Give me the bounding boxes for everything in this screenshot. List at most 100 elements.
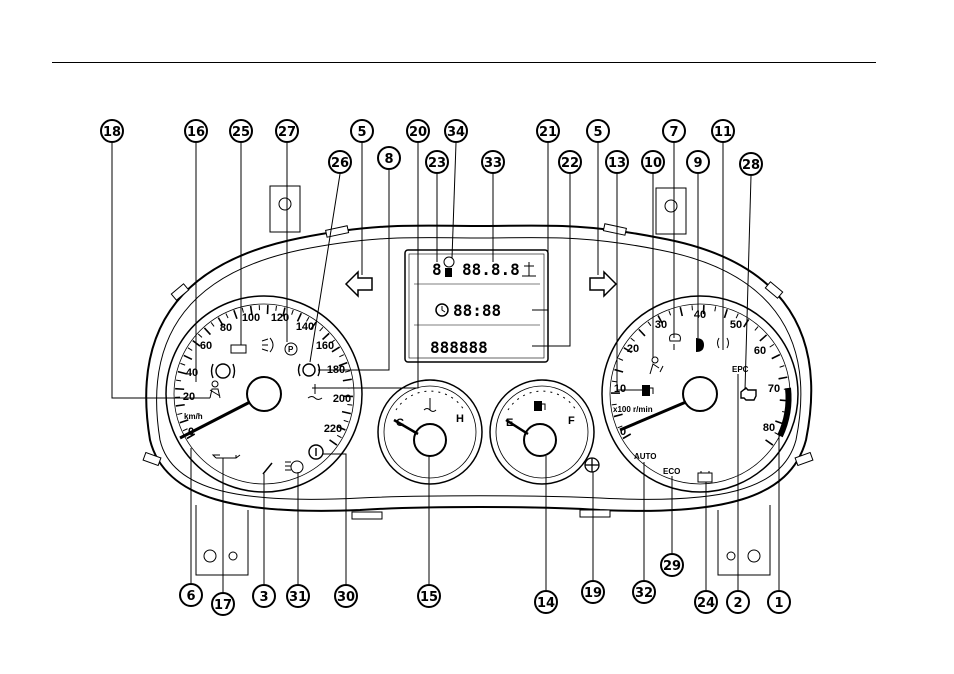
callout-number: 6 <box>186 589 195 604</box>
tick-mark <box>760 335 767 341</box>
callout-8: 8 <box>378 147 400 169</box>
callout-32: 32 <box>633 581 655 603</box>
tick-mark <box>234 310 237 318</box>
check-engine-icon <box>741 388 756 400</box>
eco-indicator-label: ECO <box>663 467 680 476</box>
callout-5: 5 <box>587 120 609 142</box>
tick-mark <box>320 327 323 331</box>
callout-number: 3 <box>259 590 268 605</box>
temp-gauge-low: C <box>396 417 404 429</box>
callout-number: 18 <box>103 125 121 140</box>
callout-15: 15 <box>418 585 440 607</box>
tick-mark <box>177 413 182 414</box>
lcd-clock: 88:88 <box>453 301 501 320</box>
callout-3: 3 <box>253 585 275 607</box>
callout-24: 24 <box>695 591 717 613</box>
tick-mark <box>204 328 210 335</box>
callout-number: 27 <box>278 125 296 140</box>
callout-14: 14 <box>535 591 557 613</box>
turn-signal-left-icon <box>346 272 372 296</box>
callout-33: 33 <box>482 151 504 173</box>
tick-mark <box>188 348 192 351</box>
tick-mark <box>766 440 773 445</box>
callout-28: 28 <box>740 153 762 175</box>
callout-1: 1 <box>768 591 790 613</box>
mount-tab-right <box>656 188 686 234</box>
high-beam-icon <box>696 338 704 352</box>
lcd-trip-meter: 888888 <box>430 338 488 357</box>
tick-label: 100 <box>242 312 260 324</box>
callout-27: 27 <box>276 120 298 142</box>
callout-26: 26 <box>329 151 351 173</box>
callout-number: 30 <box>337 590 355 605</box>
mount-tab-left <box>270 186 300 232</box>
tick-mark <box>614 370 623 372</box>
tick-mark <box>330 440 337 445</box>
callout-11: 11 <box>712 120 734 142</box>
callout-7: 7 <box>663 120 685 142</box>
abs-warning-icon <box>299 364 320 376</box>
turn-signal-right-icon <box>590 272 616 296</box>
tick-mark <box>736 314 738 319</box>
parking-brake-icon: P <box>285 343 297 355</box>
tick-mark <box>772 355 780 359</box>
tick-mark <box>292 310 294 315</box>
callout-number: 13 <box>608 156 626 171</box>
auto-indicator-label: AUTO <box>634 452 657 461</box>
callout-number: 33 <box>484 156 502 171</box>
fuel-gauge-full: F <box>568 415 575 427</box>
tick-mark <box>339 355 343 357</box>
callout-number: 5 <box>593 125 602 140</box>
lcd-gear-indicator: 8 <box>432 260 442 279</box>
callout-number: 16 <box>187 125 205 140</box>
tick-label: 120 <box>271 312 289 324</box>
tick-mark <box>669 311 671 316</box>
callout-16: 16 <box>185 120 207 142</box>
lcd-fuel-icon <box>444 257 454 277</box>
tachometer-unit: x100 r/min <box>613 405 653 414</box>
callout-number: 1 <box>774 596 783 611</box>
tick-label: 140 <box>296 321 314 333</box>
steering-warning-icon <box>585 458 599 472</box>
callout-number: 9 <box>693 156 702 171</box>
tachometer-zero: 0 <box>620 426 626 438</box>
callout-number: 17 <box>214 598 232 613</box>
callout-34: 34 <box>445 120 467 142</box>
fuel-gauge-empty: E <box>506 417 513 429</box>
tick-label: 70 <box>768 383 780 395</box>
callout-number: 34 <box>447 125 465 140</box>
callout-number: 29 <box>663 559 681 574</box>
trailer-indicator-icon <box>231 345 246 353</box>
speedometer-zero: 0 <box>188 426 194 438</box>
tick-label: 60 <box>200 340 212 352</box>
tick-mark <box>345 371 350 372</box>
tick-mark <box>176 380 181 381</box>
tick-label: 20 <box>183 391 195 403</box>
tick-mark <box>211 322 214 326</box>
callout-number: 26 <box>331 156 349 171</box>
tick-mark <box>612 381 617 382</box>
service-wrench-icon <box>263 463 272 474</box>
airbag-warning-icon <box>650 357 663 374</box>
callout-19: 19 <box>582 581 604 603</box>
callout-number: 5 <box>357 125 366 140</box>
svg-text:P: P <box>288 345 294 354</box>
callout-number: 7 <box>669 125 678 140</box>
callout-number: 32 <box>635 586 653 601</box>
tick-label: 80 <box>220 322 232 334</box>
tick-label: 60 <box>754 345 766 357</box>
callout-18: 18 <box>101 120 123 142</box>
callout-2: 2 <box>727 591 749 613</box>
callout-30: 30 <box>335 585 357 607</box>
lcd-display: 8 88.8.8 88:88 888888 <box>405 250 548 362</box>
tick-mark <box>175 389 184 390</box>
callout-25: 25 <box>230 120 252 142</box>
tick-mark <box>183 429 188 431</box>
tick-mark <box>323 333 330 339</box>
tick-mark <box>614 414 623 416</box>
battery-charge-icon <box>698 471 712 482</box>
callout-6: 6 <box>180 584 202 606</box>
tick-mark <box>226 314 228 319</box>
